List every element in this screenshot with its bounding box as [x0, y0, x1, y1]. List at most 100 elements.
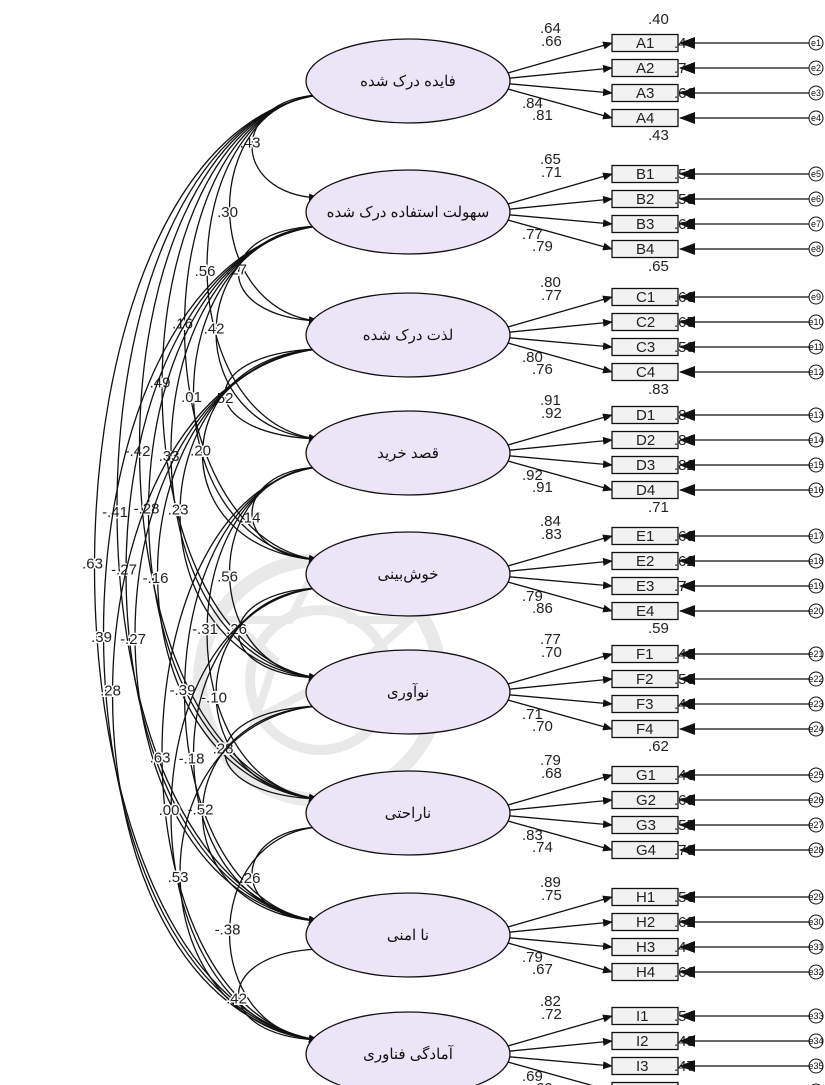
latent-factor-label: سهولت استفاده درک شده — [327, 204, 490, 221]
loading-value: .91 — [532, 479, 553, 496]
latent-factor-ellipse — [305, 38, 511, 124]
indicator-box — [611, 239, 679, 259]
indicator-box — [611, 455, 679, 475]
error-term-label: e9 — [811, 292, 821, 302]
correlation-arc — [237, 944, 328, 1044]
error-term-circle — [808, 939, 824, 955]
error-term-circle — [808, 314, 824, 330]
r-squared-value: .59 — [648, 620, 669, 637]
correlation-arc — [237, 221, 328, 325]
error-term-circle — [808, 85, 824, 101]
indicator-label: D1 — [636, 407, 655, 424]
loading-arrow — [505, 218, 613, 251]
correlation-value: .01 — [181, 389, 202, 406]
correlation-value: .23 — [168, 502, 189, 519]
error-term-label: e7 — [811, 219, 821, 229]
error-term-circle — [808, 646, 824, 662]
loading-arrow — [505, 698, 613, 731]
error-term-label: e21 — [808, 649, 823, 659]
correlation-arc — [251, 822, 328, 925]
loading-arrow — [505, 87, 613, 120]
correlation-arc — [170, 582, 328, 1043]
r-squared-value: .62 — [648, 738, 669, 755]
error-term-label: e18 — [808, 556, 823, 566]
error-term-label: e2 — [811, 63, 821, 73]
correlation-arc — [93, 89, 328, 1043]
loading-value: .64 — [540, 20, 561, 37]
correlation-arcs: .43.30.27.56.42.52.16.01.20.14.49.33.23.… — [81, 89, 328, 1044]
correlation-arc — [170, 220, 328, 681]
indicator-box — [611, 405, 679, 425]
latent-factor-ellipse — [305, 410, 511, 496]
indicator-label: D4 — [636, 482, 655, 499]
latent-factor-ellipse — [305, 649, 511, 735]
error-term-label: e28 — [808, 845, 823, 855]
correlation-arc — [237, 583, 328, 682]
loading-arrow — [505, 1014, 613, 1048]
loading-arrow — [505, 575, 613, 590]
indicator-label: H4 — [636, 964, 655, 981]
indicator-box — [611, 1056, 679, 1076]
loading-value: .77 — [541, 287, 562, 304]
latent-factor-label: نا امنی — [387, 927, 429, 944]
indicator-label: B2 — [636, 191, 654, 208]
indicator-label: C4 — [636, 364, 655, 381]
latent-factor-label: خوش‌بینی — [377, 566, 438, 583]
correlation-arc — [215, 583, 328, 803]
loading-value: .68 — [541, 765, 562, 782]
loading-arrow — [505, 64, 613, 80]
indicator-box — [611, 576, 679, 596]
error-term-label: e24 — [808, 724, 823, 734]
loading-value: .92 — [522, 467, 543, 484]
error-term-circle — [808, 767, 824, 783]
indicator-label: G2 — [636, 792, 656, 809]
correlation-arc — [215, 221, 328, 443]
correlation-value: .26 — [240, 870, 261, 887]
indicator-label: I2 — [636, 1033, 649, 1050]
loading-value: .80 — [522, 349, 543, 366]
correlation-value: .39 — [91, 629, 112, 646]
latent-factor-label: ناراحتی — [385, 805, 431, 822]
indicator-label: A3 — [636, 85, 654, 102]
error-term-circle — [808, 1058, 824, 1074]
loading-arrow — [505, 936, 613, 951]
correlation-value: -.31 — [192, 621, 218, 638]
indicator-label: F1 — [636, 646, 654, 663]
correlation-value: -.27 — [120, 631, 146, 648]
factor-loadings: .64.66.84.81.65.71.77.79.80.77.80.76.91.… — [505, 20, 613, 1085]
loading-arrow — [505, 41, 613, 75]
loading-arrow — [505, 172, 613, 206]
loading-arrow — [505, 1055, 613, 1070]
loading-arrow — [505, 318, 613, 334]
correlation-value: -.16 — [143, 570, 169, 587]
indicator-box — [611, 551, 679, 571]
indicator-label: B1 — [636, 166, 654, 183]
loading-value: .91 — [540, 392, 561, 409]
indicator-box — [611, 1031, 679, 1051]
loading-arrow — [505, 295, 613, 329]
correlation-arc — [224, 701, 328, 803]
correlation-value: .30 — [217, 204, 238, 221]
error-term-label: e4 — [811, 113, 821, 123]
error-term-circle — [808, 671, 824, 687]
indicator-label: G4 — [636, 842, 656, 859]
indicator-box — [611, 962, 679, 982]
error-term-circle — [808, 603, 824, 619]
error-term-circle — [808, 792, 824, 808]
indicator-label: B4 — [636, 241, 654, 258]
correlation-value: -.27 — [111, 562, 137, 579]
latent-factor-ellipse — [305, 531, 511, 617]
indicator-box — [611, 669, 679, 689]
error-term-label: e6 — [811, 194, 821, 204]
r-squared-value: .83 — [648, 381, 669, 398]
correlation-arc — [183, 461, 328, 924]
loading-value: .71 — [522, 706, 543, 723]
error-term-circle — [808, 216, 824, 232]
error-term-label: e31 — [808, 942, 823, 952]
indicator-box — [611, 790, 679, 810]
correlation-arc — [202, 701, 328, 925]
error-term-label: e1 — [811, 38, 821, 48]
error-term-circle — [808, 339, 824, 355]
loading-arrow — [505, 918, 613, 934]
correlation-value: .20 — [190, 443, 211, 460]
